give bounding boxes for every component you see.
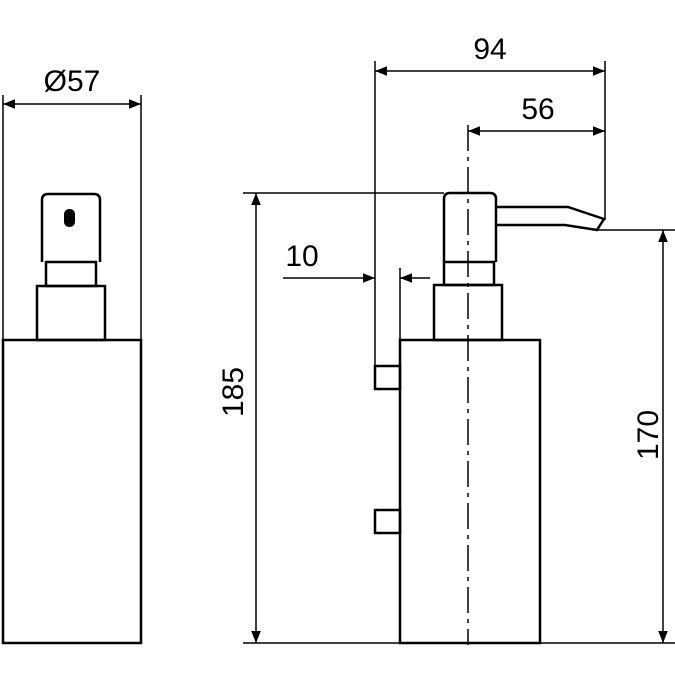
front-width-dimension [2,95,142,340]
wall-bracket-upper [373,364,402,391]
wall-gap-dimension [283,268,430,340]
front-width-label: Ø57 [44,65,101,98]
projection-label: 94 [473,33,506,66]
front-pump-head [40,192,102,262]
height-label: 185 [217,367,250,417]
side-view [373,191,606,645]
projection-dimension [374,61,606,366]
side-pump-head [442,191,498,262]
front-view [1,192,143,645]
front-pump-neck [44,260,98,288]
spout-reach-label: 56 [521,93,554,126]
wall-gap-label: 10 [285,240,318,273]
front-pump-collar [35,284,107,342]
side-pump-neck [442,260,496,287]
spout-height-label: 170 [632,410,665,460]
spout-height-dimension [597,229,675,643]
front-body [1,338,143,645]
side-spout [496,205,606,232]
front-pump-nozzle-icon [64,209,75,227]
side-body [398,338,542,645]
wall-bracket-lower [373,508,402,535]
height-dimension [243,192,675,644]
